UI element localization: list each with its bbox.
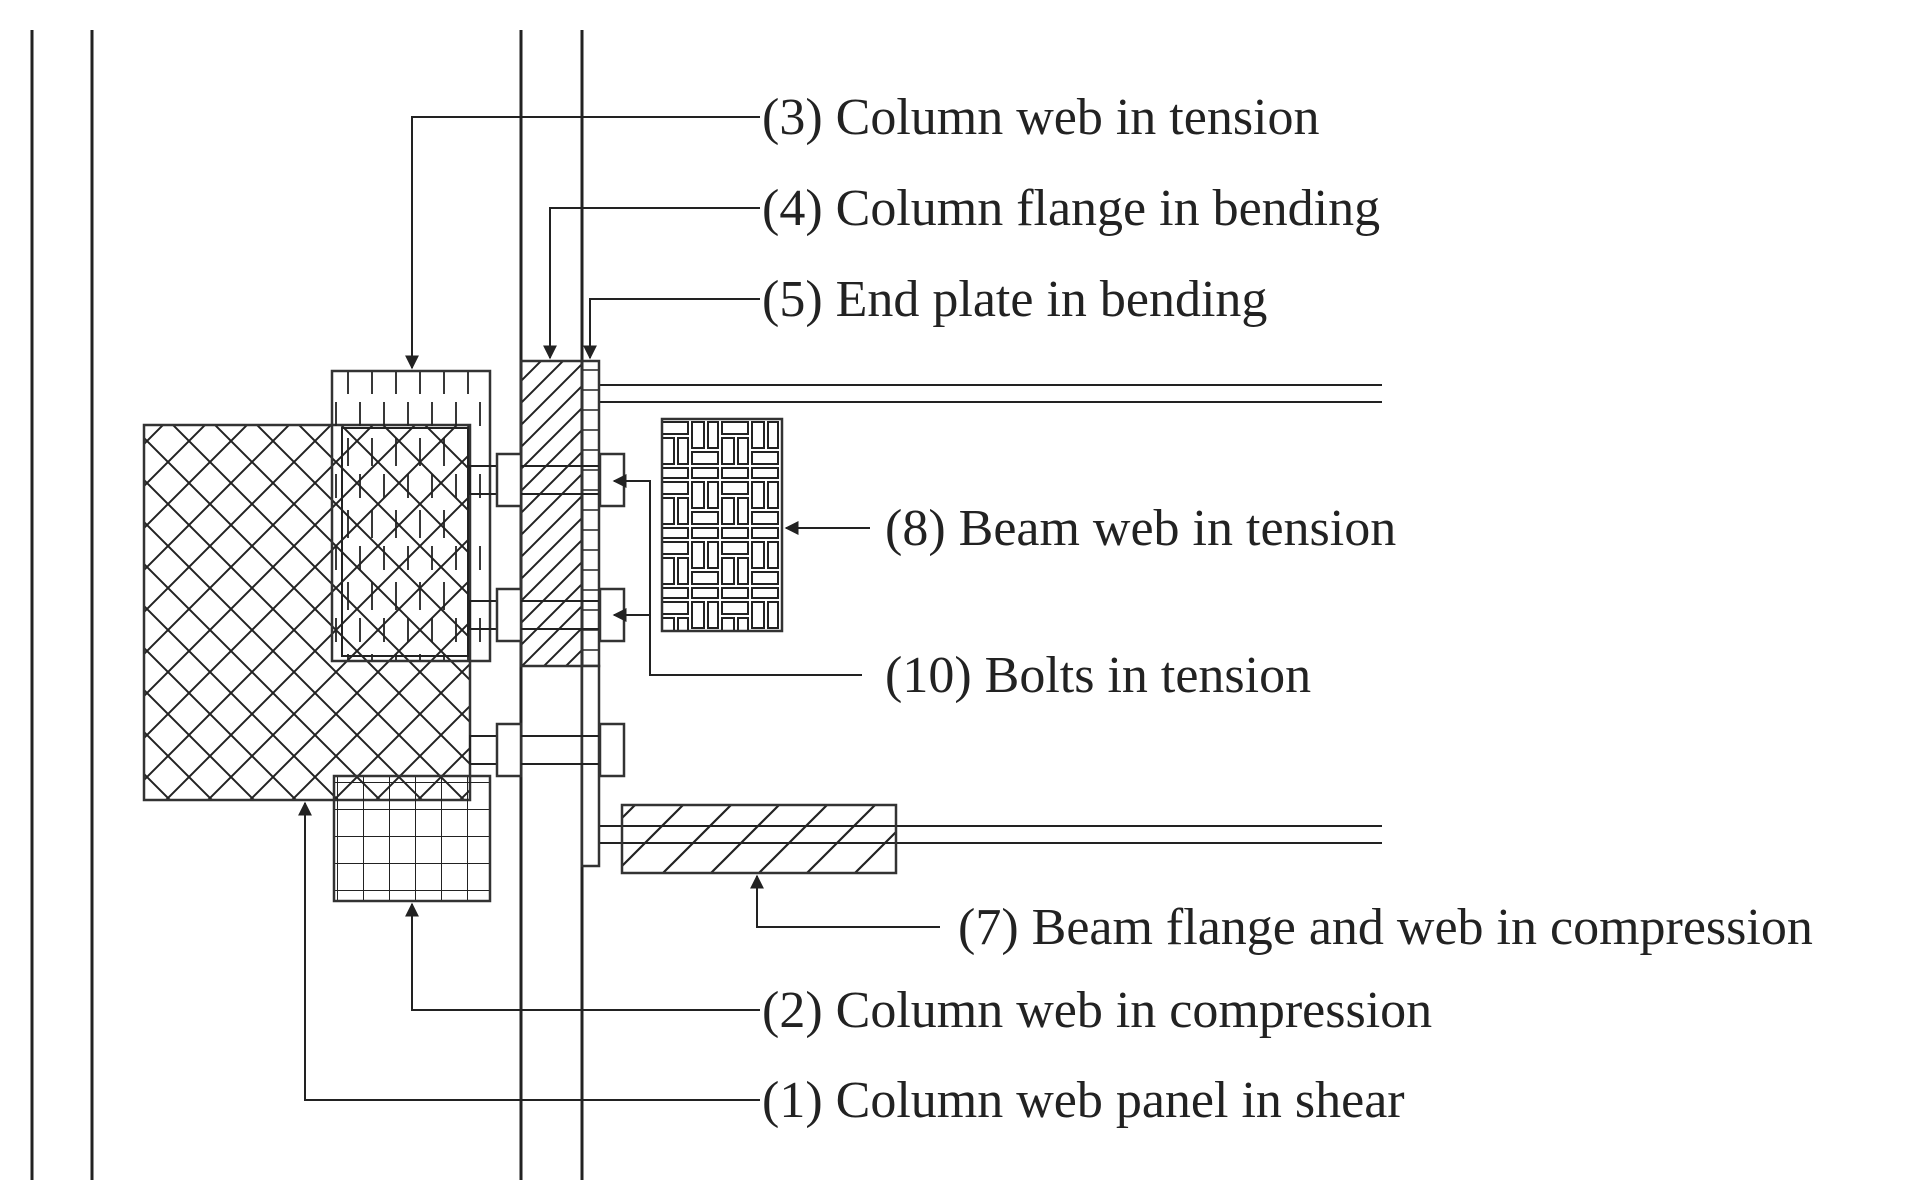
leader-7 <box>750 874 940 928</box>
end-plate-lower <box>580 664 601 868</box>
zone-5-end-plate <box>580 359 601 668</box>
bolt-row-3 <box>469 722 626 778</box>
label-1-column-web-panel-shear: (1) Column web panel in shear <box>762 1072 1405 1129</box>
label-7-beam-flange-web-compression: (7) Beam flange and web in compression <box>958 899 1813 956</box>
zone-3-web-tension <box>330 369 492 663</box>
label-5-end-plate-bending: (5) End plate in bending <box>762 271 1267 328</box>
labels: (3) Column web in tension (4) Column fla… <box>762 89 1813 1129</box>
bolt-row-1 <box>469 452 626 508</box>
bolt-row-2 <box>469 587 626 643</box>
zone-2-web-compression <box>332 774 492 903</box>
label-8-beam-web-tension: (8) Beam web in tension <box>885 500 1396 557</box>
leader-4 <box>543 207 760 360</box>
leaders <box>298 116 940 1101</box>
leader-2 <box>405 902 760 1011</box>
leader-3 <box>405 116 760 370</box>
label-10-bolts-tension: (10) Bolts in tension <box>885 647 1311 704</box>
bolts <box>469 452 626 778</box>
label-3-column-web-tension: (3) Column web in tension <box>762 89 1320 146</box>
leader-1 <box>298 801 760 1101</box>
leader-10 <box>612 474 862 676</box>
leader-5 <box>583 298 760 360</box>
label-2-column-web-compression: (2) Column web in compression <box>762 982 1432 1039</box>
zone-8-beam-web-tension <box>660 417 784 633</box>
label-4-column-flange-bending: (4) Column flange in bending <box>762 180 1380 237</box>
zone-4-flange-bending <box>519 359 584 668</box>
zone-3-inner-frame <box>341 427 469 657</box>
zone-7-beam-flange-compression <box>620 803 898 875</box>
